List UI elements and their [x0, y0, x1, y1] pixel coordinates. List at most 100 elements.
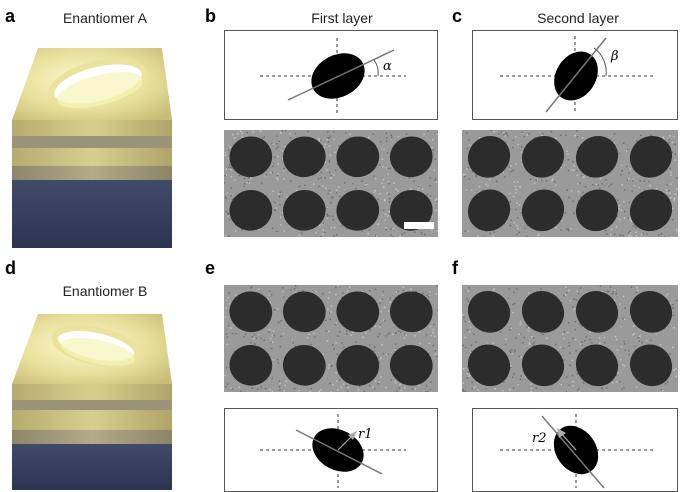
- sem-noise: [579, 287, 582, 289]
- sem-noise: [487, 343, 489, 345]
- sem-noise: [560, 384, 562, 386]
- sem-noise: [293, 288, 296, 290]
- sem-noise: [509, 201, 511, 203]
- sem-noise: [250, 286, 253, 288]
- sem-noise: [382, 209, 385, 211]
- sem-noise: [633, 185, 636, 187]
- sem-noise: [259, 130, 262, 132]
- sem-noise: [349, 286, 351, 288]
- sem-noise: [330, 391, 332, 392]
- sem-noise: [256, 388, 259, 391]
- sem-noise: [330, 177, 332, 179]
- sem-noise: [339, 195, 341, 197]
- sem-noise: [471, 171, 474, 173]
- sem-noise: [294, 132, 297, 135]
- sem-noise: [574, 321, 577, 323]
- sem-noise: [671, 207, 674, 210]
- sem-noise: [252, 131, 255, 133]
- sem-noise: [676, 299, 678, 302]
- sem-noise: [677, 193, 678, 196]
- sem-noise: [336, 234, 338, 236]
- sem-noise: [279, 345, 282, 348]
- sem-noise: [335, 286, 337, 289]
- sem-noise: [335, 189, 338, 191]
- sem-noise: [462, 344, 464, 347]
- sem-noise: [319, 224, 321, 226]
- major-axis-line: [545, 37, 607, 113]
- first-layer-schematic: α: [224, 30, 438, 120]
- sem-noise: [372, 386, 374, 388]
- sem-noise: [400, 389, 402, 392]
- sem-noise: [550, 130, 553, 133]
- sem-noise: [432, 149, 435, 151]
- sem-noise: [394, 348, 397, 351]
- sem-noise: [280, 132, 282, 134]
- sem-noise: [228, 292, 230, 294]
- sem-noise: [559, 346, 561, 348]
- alpha-label: α: [383, 59, 392, 74]
- sem-noise: [328, 364, 330, 366]
- sem-noise: [522, 163, 524, 166]
- sem-noise: [361, 180, 364, 182]
- sem-noise: [626, 165, 628, 168]
- sem-noise: [574, 135, 576, 137]
- sem-noise: [381, 294, 384, 296]
- beta-label: β: [610, 49, 619, 64]
- sem-noise: [477, 381, 479, 384]
- sem-noise: [368, 136, 370, 138]
- sem-noise: [478, 137, 481, 139]
- sem-noise: [498, 133, 500, 135]
- sem-noise: [278, 193, 280, 195]
- sem-noise: [277, 163, 279, 165]
- sem-noise: [534, 182, 536, 185]
- sem-noise: [481, 189, 483, 192]
- sem-noise: [642, 232, 645, 235]
- sem-noise: [390, 136, 393, 139]
- sem-noise: [246, 181, 248, 184]
- sem-noise: [327, 330, 330, 333]
- sem-noise: [383, 320, 386, 322]
- sem-noise: [327, 367, 329, 369]
- sem-noise: [234, 179, 236, 181]
- sem-noise: [224, 316, 227, 318]
- sem-noise: [225, 299, 228, 302]
- sem-noise: [468, 167, 470, 169]
- sem-noise: [563, 337, 565, 340]
- sem-noise: [380, 356, 382, 359]
- sem-noise: [622, 142, 625, 144]
- sem-noise: [576, 130, 578, 132]
- sem-noise: [358, 385, 361, 387]
- sem-noise: [471, 189, 473, 192]
- sem-noise: [577, 183, 579, 185]
- sem-noise: [370, 193, 373, 196]
- sem-noise: [327, 297, 330, 299]
- sem-noise: [387, 353, 390, 356]
- sem-noise: [412, 388, 414, 390]
- sem-noise: [283, 230, 285, 232]
- sem-noise: [499, 331, 502, 333]
- sem-noise: [677, 202, 678, 205]
- sem-noise: [504, 135, 506, 137]
- sem-noise: [379, 324, 382, 326]
- sem-noise: [466, 168, 468, 170]
- sem-noise: [336, 163, 339, 166]
- sem-noise: [512, 311, 514, 314]
- sem-noise: [379, 141, 382, 143]
- sem-noise: [633, 325, 635, 327]
- sem-particle: [282, 189, 326, 231]
- sem-noise: [281, 150, 284, 152]
- sem-noise: [527, 327, 530, 329]
- sem-noise: [405, 133, 408, 135]
- sem-noise: [623, 217, 626, 219]
- sem-noise: [361, 230, 364, 232]
- sem-noise: [387, 167, 389, 170]
- sem-noise: [268, 331, 270, 333]
- sem-noise: [340, 386, 343, 388]
- sem-noise: [463, 316, 465, 318]
- sem-noise: [255, 337, 258, 340]
- sem-noise: [436, 220, 438, 223]
- sem-noise: [650, 339, 652, 342]
- sem-particles: [224, 130, 438, 237]
- sem-noise: [270, 172, 272, 174]
- sem-noise: [616, 349, 619, 351]
